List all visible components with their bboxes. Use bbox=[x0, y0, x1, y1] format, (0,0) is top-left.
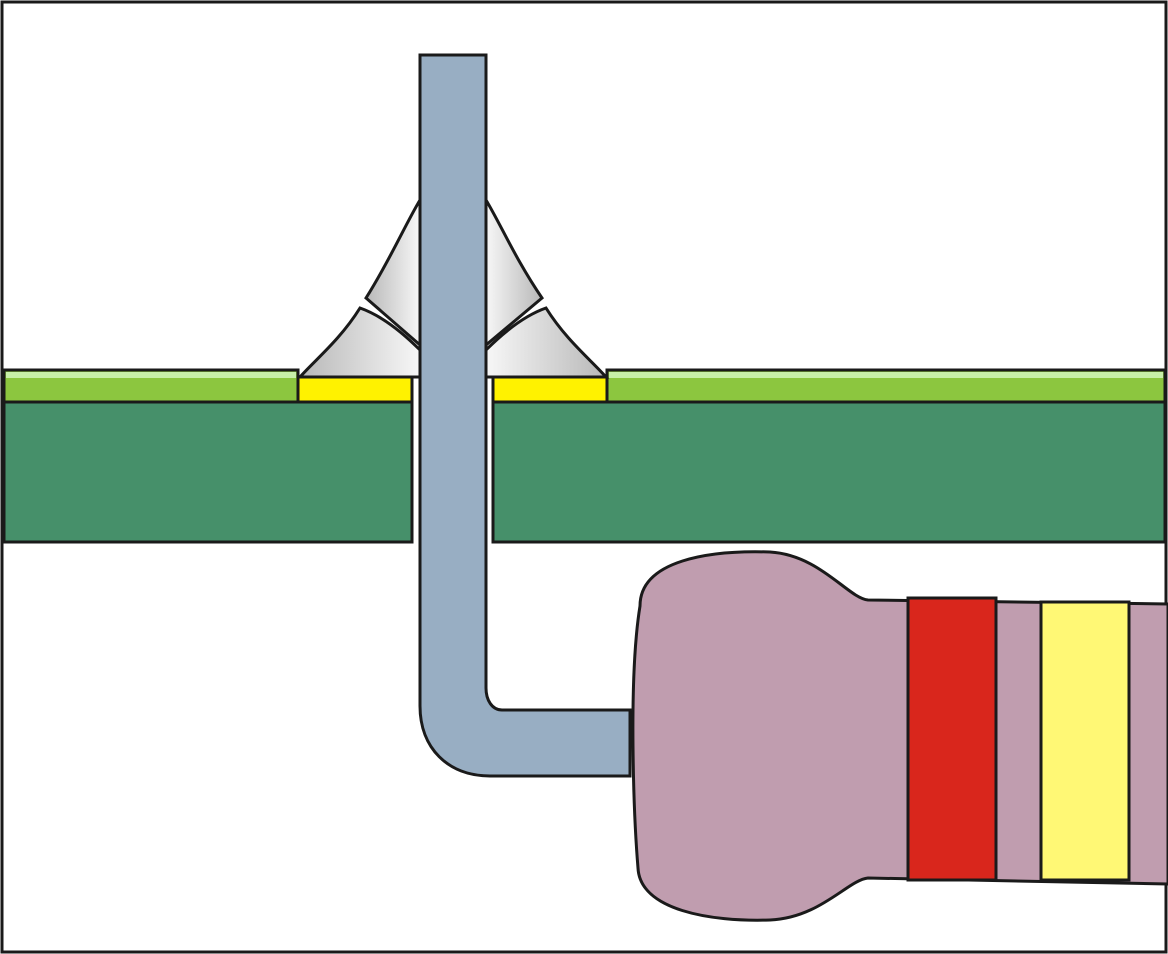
solder-fillet-left-lower bbox=[296, 306, 422, 379]
component-lead bbox=[418, 53, 632, 778]
solder-mask-left-highlight bbox=[6, 372, 296, 378]
resistor-color-band-yellow bbox=[1039, 600, 1131, 882]
copper-pad-left bbox=[296, 375, 414, 404]
pcb-substrate-right bbox=[491, 400, 1167, 544]
pcb-substrate-left bbox=[2, 400, 414, 544]
solder-mask-right-highlight bbox=[609, 372, 1163, 378]
copper-pad-right bbox=[491, 375, 609, 404]
solder-fillet-left-upper bbox=[364, 194, 422, 349]
solder-fillet-right-upper bbox=[484, 194, 545, 349]
resistor-color-band-red bbox=[906, 596, 998, 882]
resistor-body bbox=[631, 550, 1168, 922]
solder-fillet-right-lower bbox=[484, 306, 610, 379]
